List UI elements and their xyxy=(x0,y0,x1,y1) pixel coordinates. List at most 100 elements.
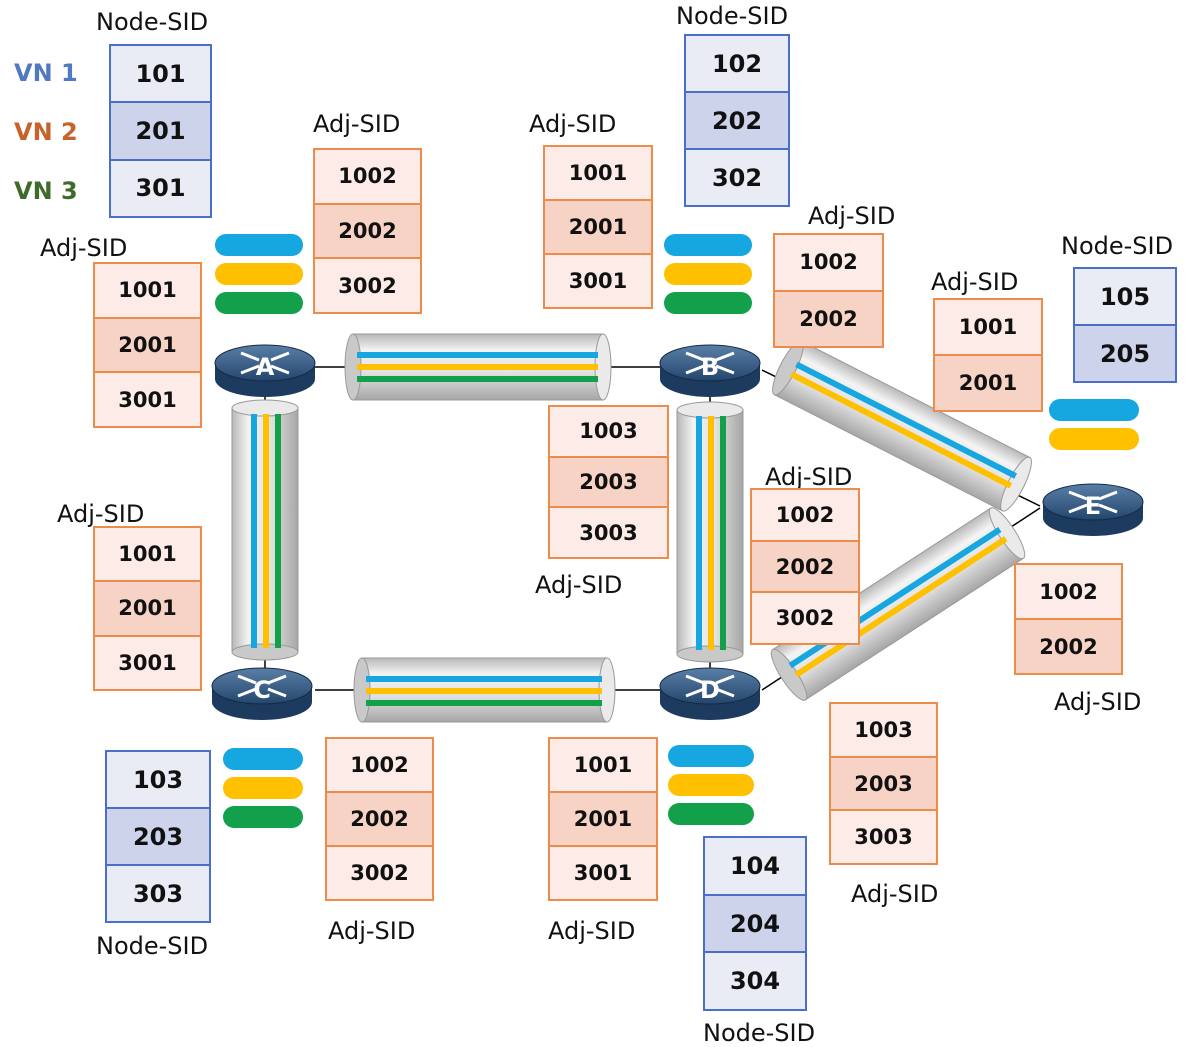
router-b-icon: B xyxy=(660,345,760,397)
router-label: B xyxy=(701,353,719,381)
router-d-icon: D xyxy=(660,668,760,720)
tunnel-b-d xyxy=(677,402,743,662)
adj-sid-e-to-b-caption: Adj-SID xyxy=(931,270,1018,294)
sid-cell: 2001 xyxy=(550,791,656,845)
sid-cell: 2001 xyxy=(935,354,1041,410)
sid-cell: 3001 xyxy=(95,635,200,689)
adj-sid-b-to-e-caption: Adj-SID xyxy=(808,204,895,228)
vn-stack-b xyxy=(664,234,752,314)
adj-sid-c-to-d-caption: Adj-SID xyxy=(328,919,415,943)
sid-cell: 2001 xyxy=(545,199,651,253)
tunnel-c-d xyxy=(354,658,615,722)
node-sid-d-caption: Node-SID xyxy=(703,1021,815,1045)
router-e-icon: E xyxy=(1043,484,1143,536)
vn-stack-d xyxy=(668,745,754,825)
sid-cell: 1002 xyxy=(1016,565,1121,618)
vn-stack-c xyxy=(223,748,303,828)
router-c-icon: C xyxy=(212,668,312,720)
sid-cell: 201 xyxy=(111,101,210,158)
router-label: E xyxy=(1085,492,1101,520)
sid-cell: 301 xyxy=(111,159,210,216)
sid-cell: 1001 xyxy=(95,264,200,317)
sid-cell: 302 xyxy=(686,148,788,205)
router-label: D xyxy=(700,676,720,704)
vn-stack-a xyxy=(215,234,303,314)
sid-cell: 204 xyxy=(705,894,805,952)
sid-cell: 1001 xyxy=(545,147,651,199)
adj-sid-a-to-b-caption: Adj-SID xyxy=(313,112,400,136)
sid-cell: 2002 xyxy=(775,290,882,347)
sid-cell: 102 xyxy=(686,36,788,91)
node-sid-e-caption: Node-SID xyxy=(1061,234,1173,258)
sid-cell: 103 xyxy=(107,752,209,807)
sid-cell: 1002 xyxy=(327,739,432,791)
sid-cell: 1002 xyxy=(315,150,420,203)
adj-sid-d-to-e-caption: Adj-SID xyxy=(851,882,938,906)
adj-sid-c-to-a-caption: Adj-SID xyxy=(57,502,144,526)
sid-cell: 101 xyxy=(111,46,210,101)
sid-cell: 2002 xyxy=(315,203,420,258)
sid-cell: 104 xyxy=(705,838,805,894)
sid-cell: 1003 xyxy=(550,407,667,456)
tunnel-a-c xyxy=(232,400,298,660)
sid-cell: 3001 xyxy=(95,371,200,426)
sid-cell: 2002 xyxy=(752,540,858,592)
sid-cell: 1002 xyxy=(775,235,882,290)
node-sid-b-caption: Node-SID xyxy=(676,4,788,28)
sid-cell: 1001 xyxy=(935,300,1041,354)
sid-cell: 2003 xyxy=(831,756,936,810)
router-label: A xyxy=(256,353,275,381)
sid-cell: 304 xyxy=(705,951,805,1009)
adj-sid-b-to-a-caption: Adj-SID xyxy=(529,112,616,136)
vn-stack-e xyxy=(1049,399,1139,450)
node-sid-a-caption: Node-SID xyxy=(96,10,208,34)
sid-cell: 1001 xyxy=(550,739,656,791)
legend-vn3: VN 3 xyxy=(14,179,78,203)
sid-cell: 2002 xyxy=(1016,618,1121,673)
legend-vn1: VN 1 xyxy=(14,61,78,85)
legend-vn2: VN 2 xyxy=(14,120,78,144)
sid-cell: 3002 xyxy=(327,845,432,899)
sid-cell: 203 xyxy=(107,807,209,864)
adj-sid-d-to-c-caption: Adj-SID xyxy=(548,919,635,943)
sid-cell: 3002 xyxy=(752,591,858,643)
sid-cell: 303 xyxy=(107,864,209,921)
adj-sid-e-to-d-caption: Adj-SID xyxy=(1054,690,1141,714)
sid-cell: 2001 xyxy=(95,317,200,372)
sid-cell: 2002 xyxy=(327,791,432,845)
sid-cell: 3001 xyxy=(550,845,656,899)
sid-cell: 1002 xyxy=(752,490,858,540)
sid-cell: 3001 xyxy=(545,253,651,307)
sid-cell: 2003 xyxy=(550,456,667,507)
sid-cell: 205 xyxy=(1075,324,1175,381)
sid-cell: 3002 xyxy=(315,257,420,312)
sid-cell: 202 xyxy=(686,91,788,148)
adj-sid-d-to-b-caption: Adj-SID xyxy=(765,465,852,489)
sid-cell: 105 xyxy=(1075,269,1175,324)
sid-cell: 1001 xyxy=(95,528,200,580)
adj-sid-b-to-d-caption: Adj-SID xyxy=(535,573,622,597)
router-label: C xyxy=(253,676,271,704)
adj-sid-a-to-c-caption: Adj-SID xyxy=(40,236,127,260)
sid-cell: 1003 xyxy=(831,704,936,756)
node-sid-c-caption: Node-SID xyxy=(96,934,208,958)
sid-cell: 3003 xyxy=(550,506,667,557)
sid-cell: 3003 xyxy=(831,809,936,863)
